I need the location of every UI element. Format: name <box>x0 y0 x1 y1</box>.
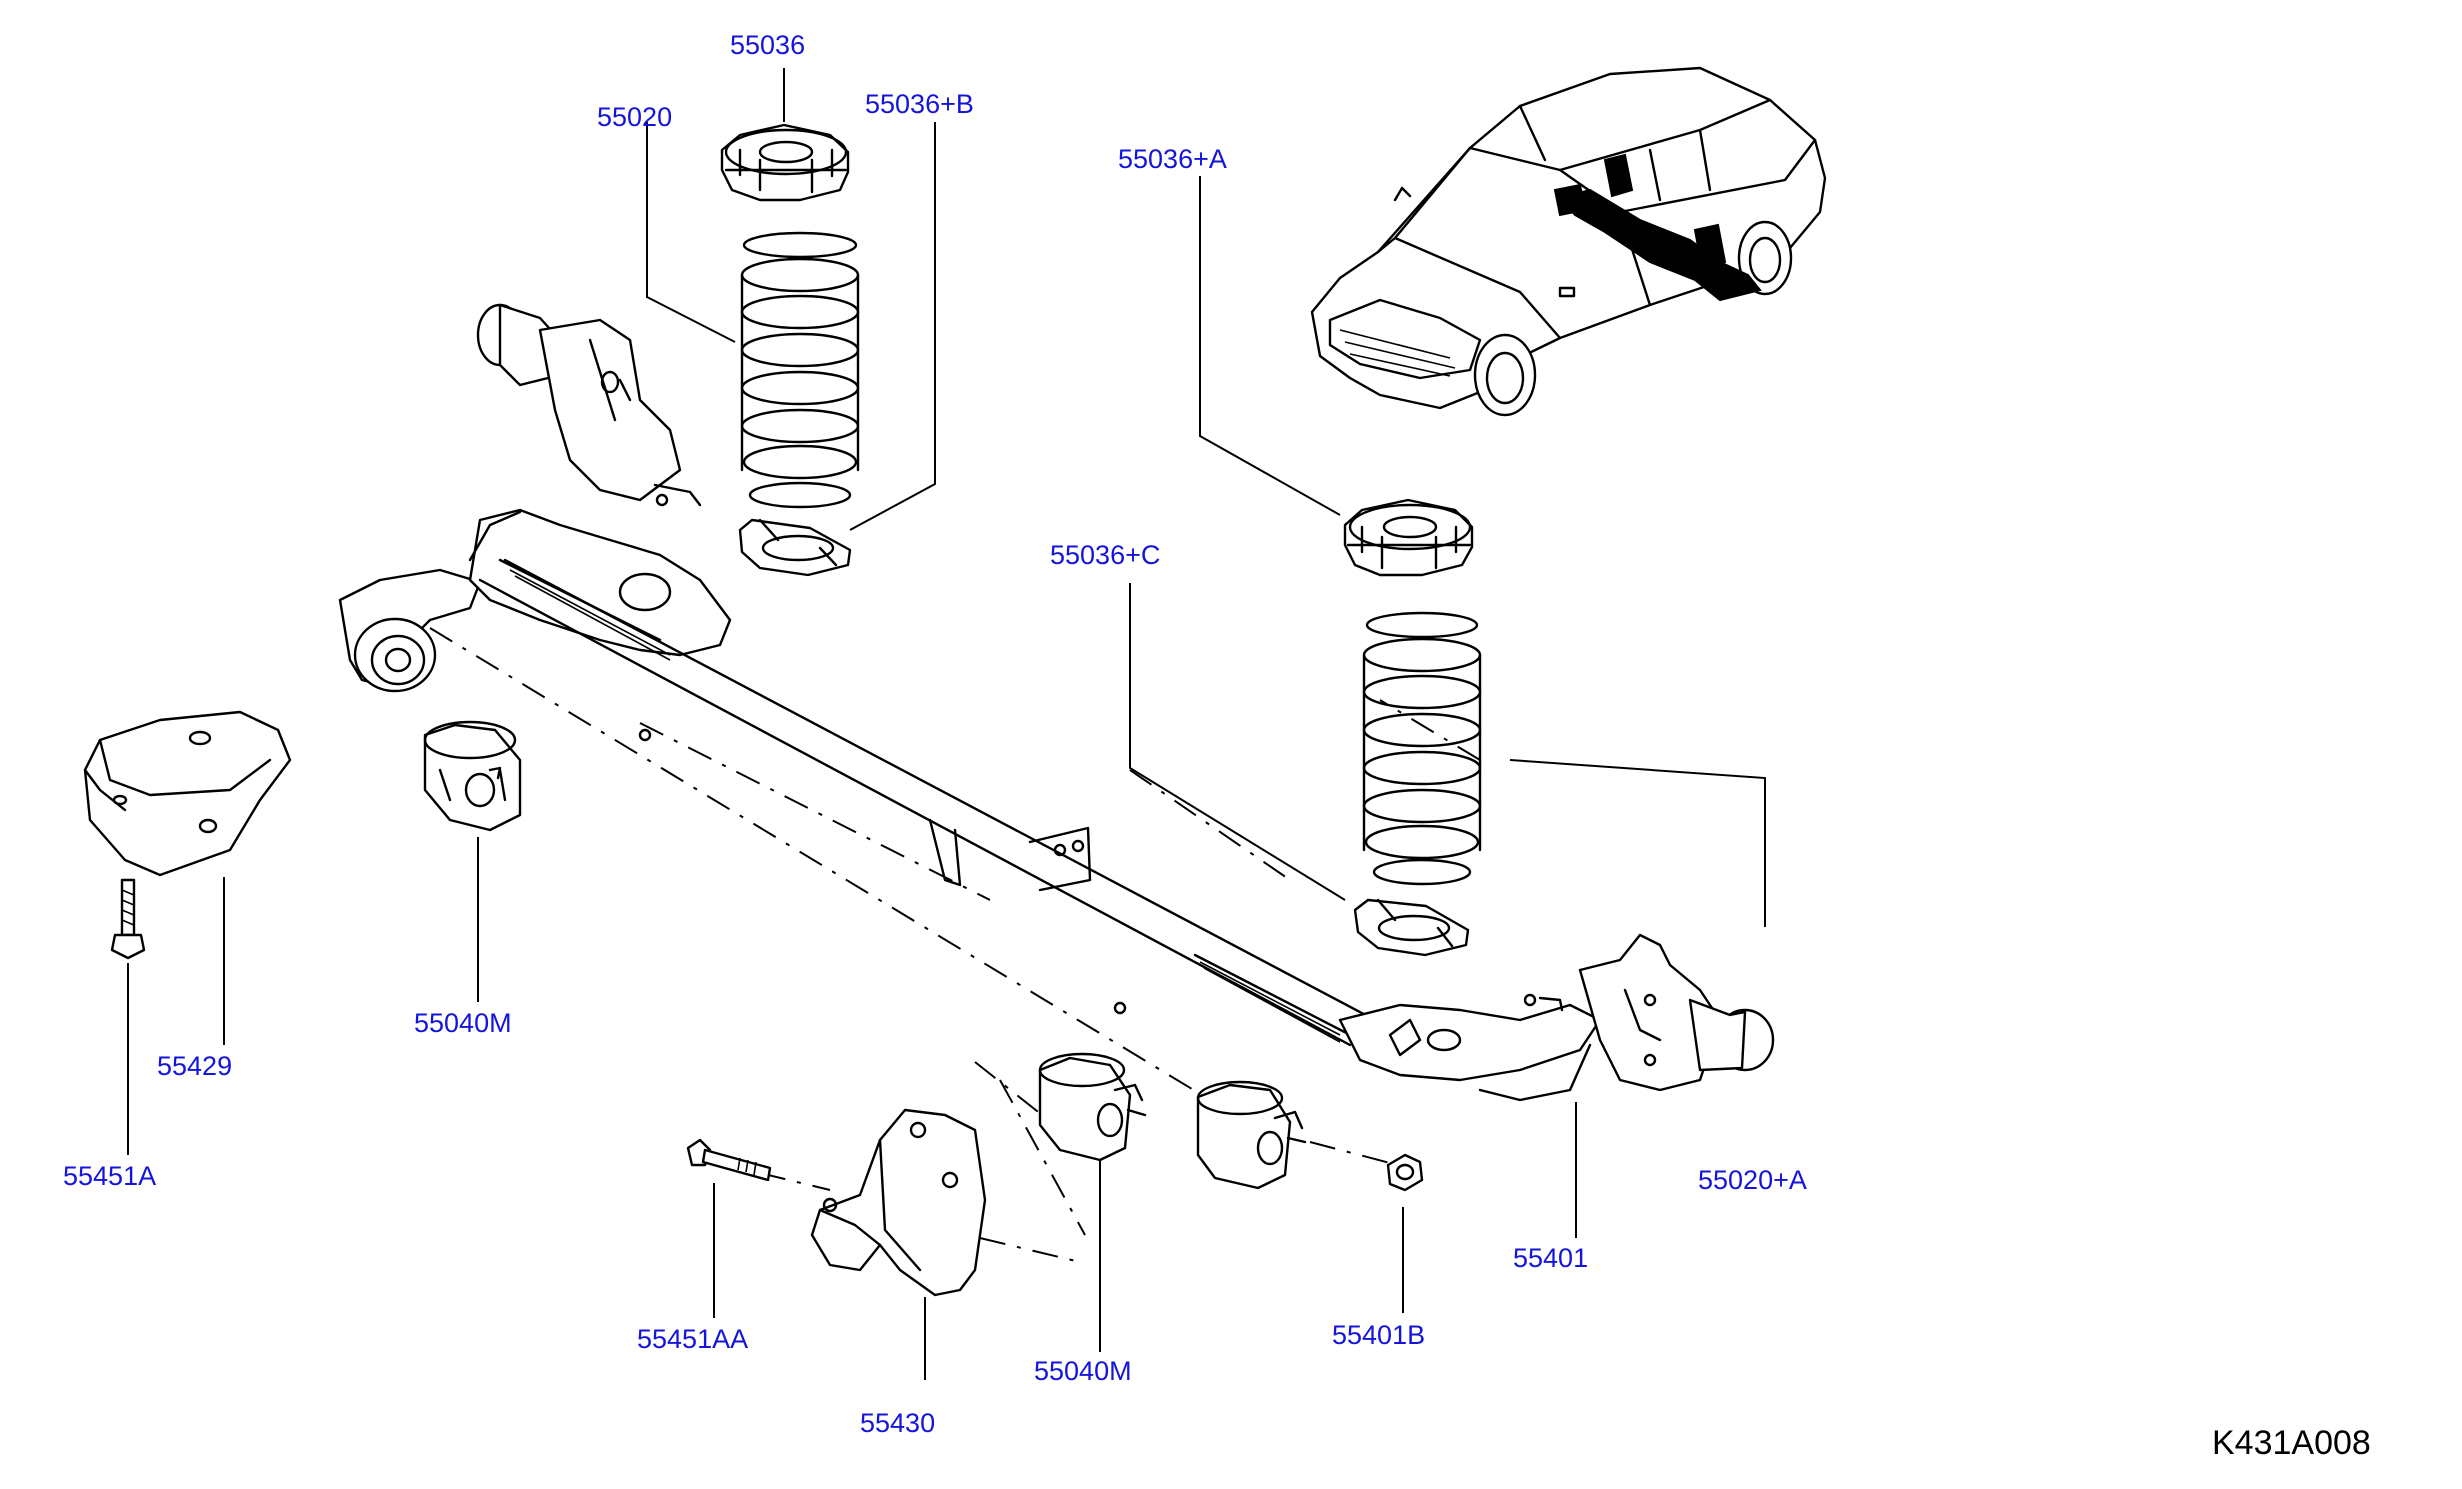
coil-spring-left <box>740 231 860 509</box>
lower-spring-seat-right <box>1353 898 1470 957</box>
bracket-55429 <box>83 710 292 877</box>
label-55036-c[interactable]: 55036+C <box>1050 540 1161 570</box>
label-55401[interactable]: 55401 <box>1513 1243 1589 1273</box>
label-55451aa[interactable]: 55451AA <box>637 1324 749 1354</box>
bushing-bottom-right <box>1196 1080 1307 1190</box>
label-55401b[interactable]: 55401B <box>1332 1320 1426 1350</box>
label-55020-a[interactable]: 55020+A <box>1698 1165 1807 1195</box>
label-55036[interactable]: 55036 <box>730 30 806 60</box>
coil-spring-right <box>1362 611 1482 886</box>
label-55429[interactable]: 55429 <box>157 1051 233 1081</box>
leader-lines <box>127 68 1766 1380</box>
nut-55401b <box>1386 1153 1424 1192</box>
label-55036-a[interactable]: 55036+A <box>1118 144 1227 174</box>
bolt-55451a <box>110 878 146 960</box>
rear-axle-beam <box>338 508 1775 1102</box>
bushing-top <box>423 720 522 832</box>
label-55020[interactable]: 55020 <box>597 102 673 132</box>
diagram-code: K431A008 <box>2212 1424 2371 1462</box>
upper-spring-seat-top <box>720 123 850 202</box>
lower-spring-seat-left <box>738 518 852 577</box>
label-55040m-top[interactable]: 55040M <box>414 1008 512 1038</box>
left-trailing-arm <box>476 303 702 507</box>
label-55036-b[interactable]: 55036+B <box>865 89 974 119</box>
vehicle-location-illustration <box>1310 66 1827 417</box>
label-55451a[interactable]: 55451A <box>63 1161 157 1191</box>
bushing-bottom-left <box>1038 1052 1147 1162</box>
bolt-55451aa <box>686 1138 772 1182</box>
label-55040m-bottom[interactable]: 55040M <box>1034 1356 1132 1386</box>
label-55430[interactable]: 55430 <box>860 1408 936 1438</box>
upper-spring-seat-right <box>1343 498 1474 577</box>
bracket-55430 <box>810 1108 987 1297</box>
